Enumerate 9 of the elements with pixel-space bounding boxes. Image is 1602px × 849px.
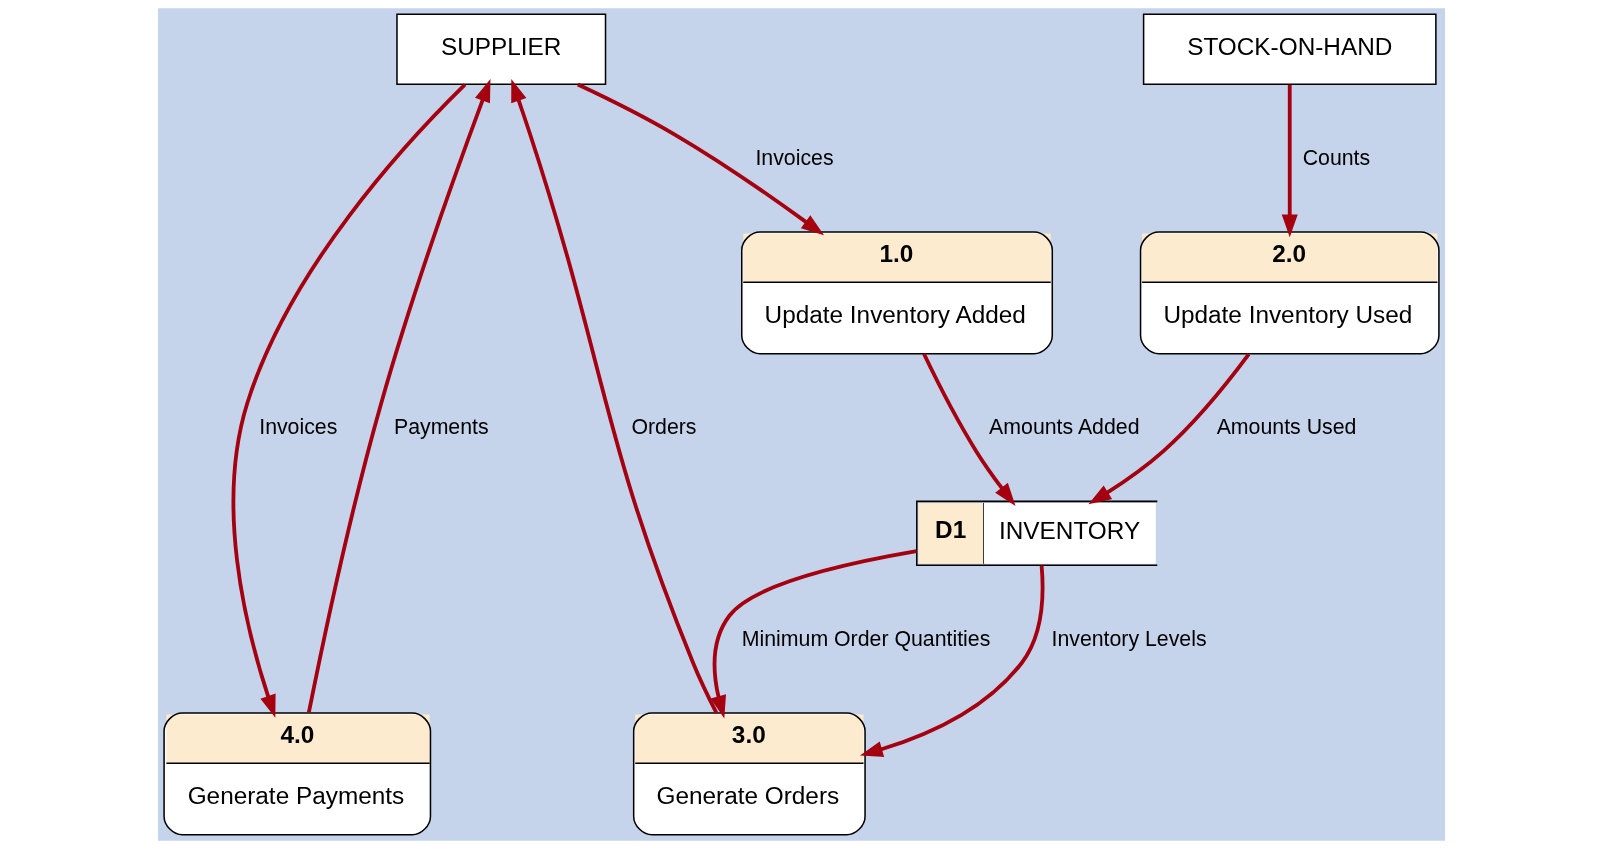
edge-label: Orders xyxy=(630,414,696,439)
edge-label: Amounts Added xyxy=(988,414,1139,439)
edge-label: Invoices xyxy=(754,145,834,170)
edge-label: Invoices xyxy=(258,414,337,439)
edge-label: Counts xyxy=(1302,145,1370,170)
edge-label: Amounts Used xyxy=(1216,414,1356,439)
edge-label: Payments xyxy=(393,414,489,439)
edge-label: Inventory Levels xyxy=(1051,626,1207,651)
edge-label: Minimum Order Quantities xyxy=(741,626,990,651)
